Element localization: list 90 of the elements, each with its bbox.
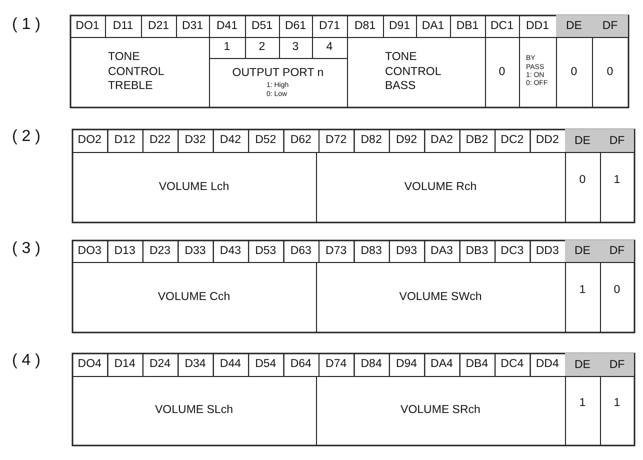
bit-name: DB3 xyxy=(466,244,488,258)
bit-value: 1 xyxy=(579,396,586,411)
bit-name: DB2 xyxy=(466,133,488,148)
bit-name: D81 xyxy=(354,18,376,34)
bit-value: 1 xyxy=(579,282,586,298)
bit-name: DC3 xyxy=(500,244,524,258)
bit-value: 0 xyxy=(579,172,586,188)
port-number: 1 xyxy=(224,40,230,55)
bit-name: D44 xyxy=(220,357,241,372)
bit-value: 0 xyxy=(614,282,620,298)
bit-name: D11 xyxy=(112,18,134,34)
port-number: 2 xyxy=(258,40,266,55)
bit-name: D92 xyxy=(396,133,418,148)
bit-value: 0 xyxy=(570,64,578,80)
bit-name: D41 xyxy=(216,18,238,34)
bit-name: D54 xyxy=(255,357,276,372)
bit-name: D94 xyxy=(396,357,418,372)
bit-name: DO4 xyxy=(78,357,102,372)
section-number: ( 2 ) xyxy=(12,128,40,146)
bit-name: D64 xyxy=(290,357,312,372)
field-name: VOLUME SRch xyxy=(400,403,480,418)
bit-name: D24 xyxy=(149,357,171,372)
bit-name: D83 xyxy=(360,244,382,258)
shaded-header-cell: DF xyxy=(600,240,634,262)
shaded-header-cell: DE xyxy=(565,129,600,152)
shaded-header-cell: DE xyxy=(565,240,600,262)
shaded-header-cell: DF xyxy=(600,129,634,152)
bit-name: D82 xyxy=(360,133,382,148)
shaded-header-cell: DF xyxy=(592,15,628,37)
bit-name: DO3 xyxy=(78,244,102,258)
bit-name: D22 xyxy=(149,133,171,148)
bit-name: D42 xyxy=(220,133,241,148)
bit-value: 1 xyxy=(614,396,620,411)
port-number: 3 xyxy=(292,40,299,55)
section-number: ( 4 ) xyxy=(12,352,40,370)
field-name: VOLUME Cch xyxy=(158,290,230,304)
bit-name: D62 xyxy=(290,133,312,148)
bit-name: D91 xyxy=(388,18,410,34)
bit-name: DO1 xyxy=(76,18,100,34)
bit-name: DB1 xyxy=(456,18,479,34)
field-name: VOLUME SWch xyxy=(399,290,482,304)
shaded-header-cell: DF xyxy=(600,353,634,376)
bit-name: D13 xyxy=(114,244,136,258)
section-number: ( 3 ) xyxy=(12,240,40,258)
field-name: TONE CONTROL TREBLE xyxy=(108,50,165,94)
bit-name: D74 xyxy=(326,357,347,372)
bit-name: D43 xyxy=(220,244,241,258)
bit-name: DB4 xyxy=(466,357,488,372)
bit-name: D71 xyxy=(318,18,340,34)
section-number: ( 1 ) xyxy=(12,16,40,34)
bit-name: D33 xyxy=(184,244,206,258)
field-name: VOLUME SLch xyxy=(155,403,233,418)
bit-value: 0 xyxy=(606,64,614,80)
bit-name: D51 xyxy=(251,18,273,34)
port-number: 4 xyxy=(326,40,333,55)
bit-name: D31 xyxy=(182,18,204,34)
bit-name: DO2 xyxy=(78,133,102,148)
bit-name: DD2 xyxy=(536,133,559,148)
bit-value: 1 xyxy=(614,172,620,188)
bit-name: D53 xyxy=(255,244,276,258)
bit-name: D93 xyxy=(396,244,418,258)
bit-name: DD1 xyxy=(526,18,549,34)
bit-name: D84 xyxy=(360,357,382,372)
bit-name: DD3 xyxy=(536,244,559,258)
bit-name: D63 xyxy=(290,244,312,258)
bit-name: DA4 xyxy=(430,357,453,372)
field-name: VOLUME Lch xyxy=(158,180,230,194)
field-name: VOLUME Rch xyxy=(404,180,477,194)
bit-name: D14 xyxy=(114,357,136,372)
bit-name: DD4 xyxy=(536,357,559,372)
bit-name: DC4 xyxy=(500,357,524,372)
bit-name: DC2 xyxy=(500,133,524,148)
bit-name: D23 xyxy=(149,244,171,258)
bit-name: D61 xyxy=(284,18,306,34)
bit-name: D21 xyxy=(148,18,170,34)
bit-name: D73 xyxy=(326,244,347,258)
shaded-header-cell: DE xyxy=(556,15,592,37)
bit-name: DA2 xyxy=(430,133,453,148)
bit-name: DC1 xyxy=(490,18,514,34)
bit-name: D52 xyxy=(255,133,276,148)
bit-name: D34 xyxy=(184,357,206,372)
field-name: OUTPUT PORT n xyxy=(232,66,324,80)
bit-name: DA1 xyxy=(422,18,444,34)
shaded-header-cell: DE xyxy=(565,353,600,376)
bit-name: D12 xyxy=(114,133,136,148)
bit-name: D32 xyxy=(184,133,206,148)
field-name: TONE CONTROL BASS xyxy=(385,50,442,94)
bit-value: 0 xyxy=(498,64,506,80)
bit-name: D72 xyxy=(326,133,347,148)
bit-name: DA3 xyxy=(430,244,453,258)
